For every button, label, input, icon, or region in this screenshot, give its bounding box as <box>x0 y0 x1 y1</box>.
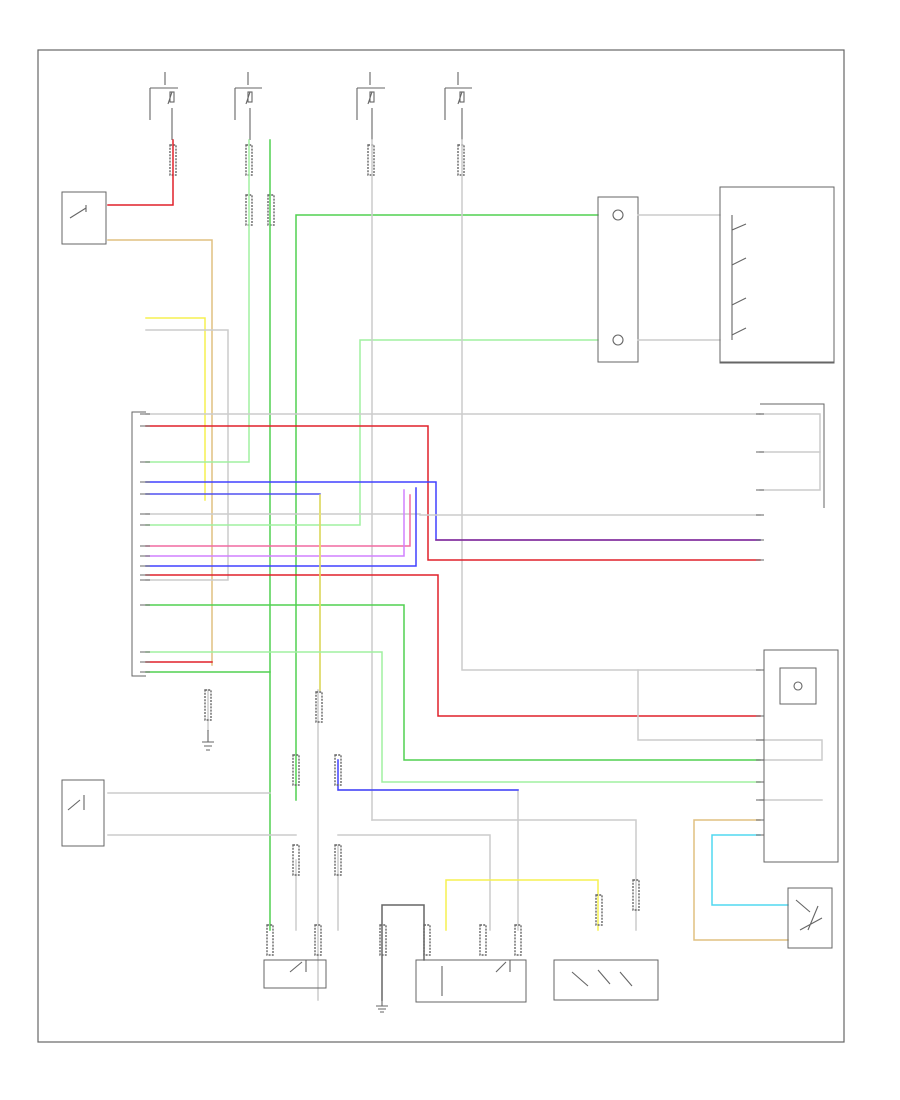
connector-icon <box>266 924 274 956</box>
wire-white-left-2 <box>145 513 761 516</box>
connector-pins-left <box>140 413 150 673</box>
connector-icon <box>479 924 487 956</box>
wire-white-fuse4 <box>461 139 761 671</box>
wire-red-2 <box>145 574 761 717</box>
diagram-frame <box>37 49 845 1043</box>
switch-icon <box>731 215 747 340</box>
connector-icon <box>595 894 603 926</box>
wire-white-cruise <box>637 669 823 761</box>
switch-icon <box>289 960 307 973</box>
solenoid-icon <box>415 959 527 1003</box>
fuse-column-4 <box>444 72 472 140</box>
wire-tan-stoplight <box>107 239 213 666</box>
wire-green-2 <box>145 604 761 761</box>
connector-icon <box>315 691 323 723</box>
wire-tan-sensor <box>693 819 789 941</box>
fuse-icon <box>459 91 465 103</box>
clutch-switch <box>61 779 105 847</box>
cruise-control-module-bracket <box>131 411 146 677</box>
wire-cyan-sensor <box>711 834 789 906</box>
ground-icon <box>376 1000 388 1013</box>
wire-yellow-range <box>145 317 206 501</box>
gauge-cluster-bracket <box>760 403 825 508</box>
wire-blue-lower <box>337 759 519 791</box>
connector-icon <box>457 144 465 176</box>
cruise-main-switch <box>719 186 835 364</box>
connector-icon <box>632 879 640 911</box>
vehicle-speed-sensor <box>787 887 833 949</box>
wire-yellow-lower <box>445 879 599 931</box>
connector-icon <box>314 924 322 956</box>
connector-icon <box>267 194 275 226</box>
connector-icon <box>292 754 300 786</box>
wire-red-top <box>107 139 174 206</box>
connector-icon <box>367 144 375 176</box>
switch-icon <box>67 795 85 811</box>
wire-blue-2 <box>145 493 321 691</box>
fuse-column-1 <box>149 72 178 140</box>
wire-red-cluster <box>145 425 761 561</box>
connector-icon <box>423 924 431 956</box>
wire-black-ground <box>381 904 425 1001</box>
speaker-icon <box>553 959 659 1001</box>
wire-lightgreen-speed <box>145 339 599 526</box>
connector-icon <box>514 924 522 956</box>
brake-pedal-switch <box>263 959 327 989</box>
fuse-icon <box>369 91 375 103</box>
fuse-column-3 <box>356 72 385 140</box>
connector-icon <box>334 844 342 876</box>
connector-pins-right <box>756 413 764 836</box>
wire-white-lower-4 <box>371 819 637 931</box>
stoplight-switch <box>61 191 107 245</box>
fuse-icon <box>247 91 253 103</box>
ground-icon <box>202 730 214 751</box>
switch-icon <box>69 205 87 219</box>
cable-reel <box>597 196 639 363</box>
wire-lightgreen-ig <box>145 139 250 463</box>
wire-white-lower-1 <box>107 792 297 836</box>
connector-icon <box>379 924 387 956</box>
wire-white-range <box>145 329 229 581</box>
wire-green-sensor <box>295 214 599 801</box>
wire-blue-3 <box>145 487 417 567</box>
connector-icon <box>204 689 212 721</box>
wire-white-lower-7 <box>317 689 339 1001</box>
wire-green-3 <box>145 651 761 783</box>
wire-white-lower-2 <box>337 789 519 931</box>
cruise-control-actuator <box>763 649 839 863</box>
wire-violet-1 <box>145 489 405 557</box>
wire-white-lower-3 <box>337 834 491 931</box>
fuse-column-2 <box>234 72 262 140</box>
connector-icon <box>334 754 342 786</box>
connector-icon <box>292 844 300 876</box>
wire-blue-1 <box>145 481 761 541</box>
fuse-icon <box>169 91 175 103</box>
wire-pink-1 <box>145 494 411 547</box>
